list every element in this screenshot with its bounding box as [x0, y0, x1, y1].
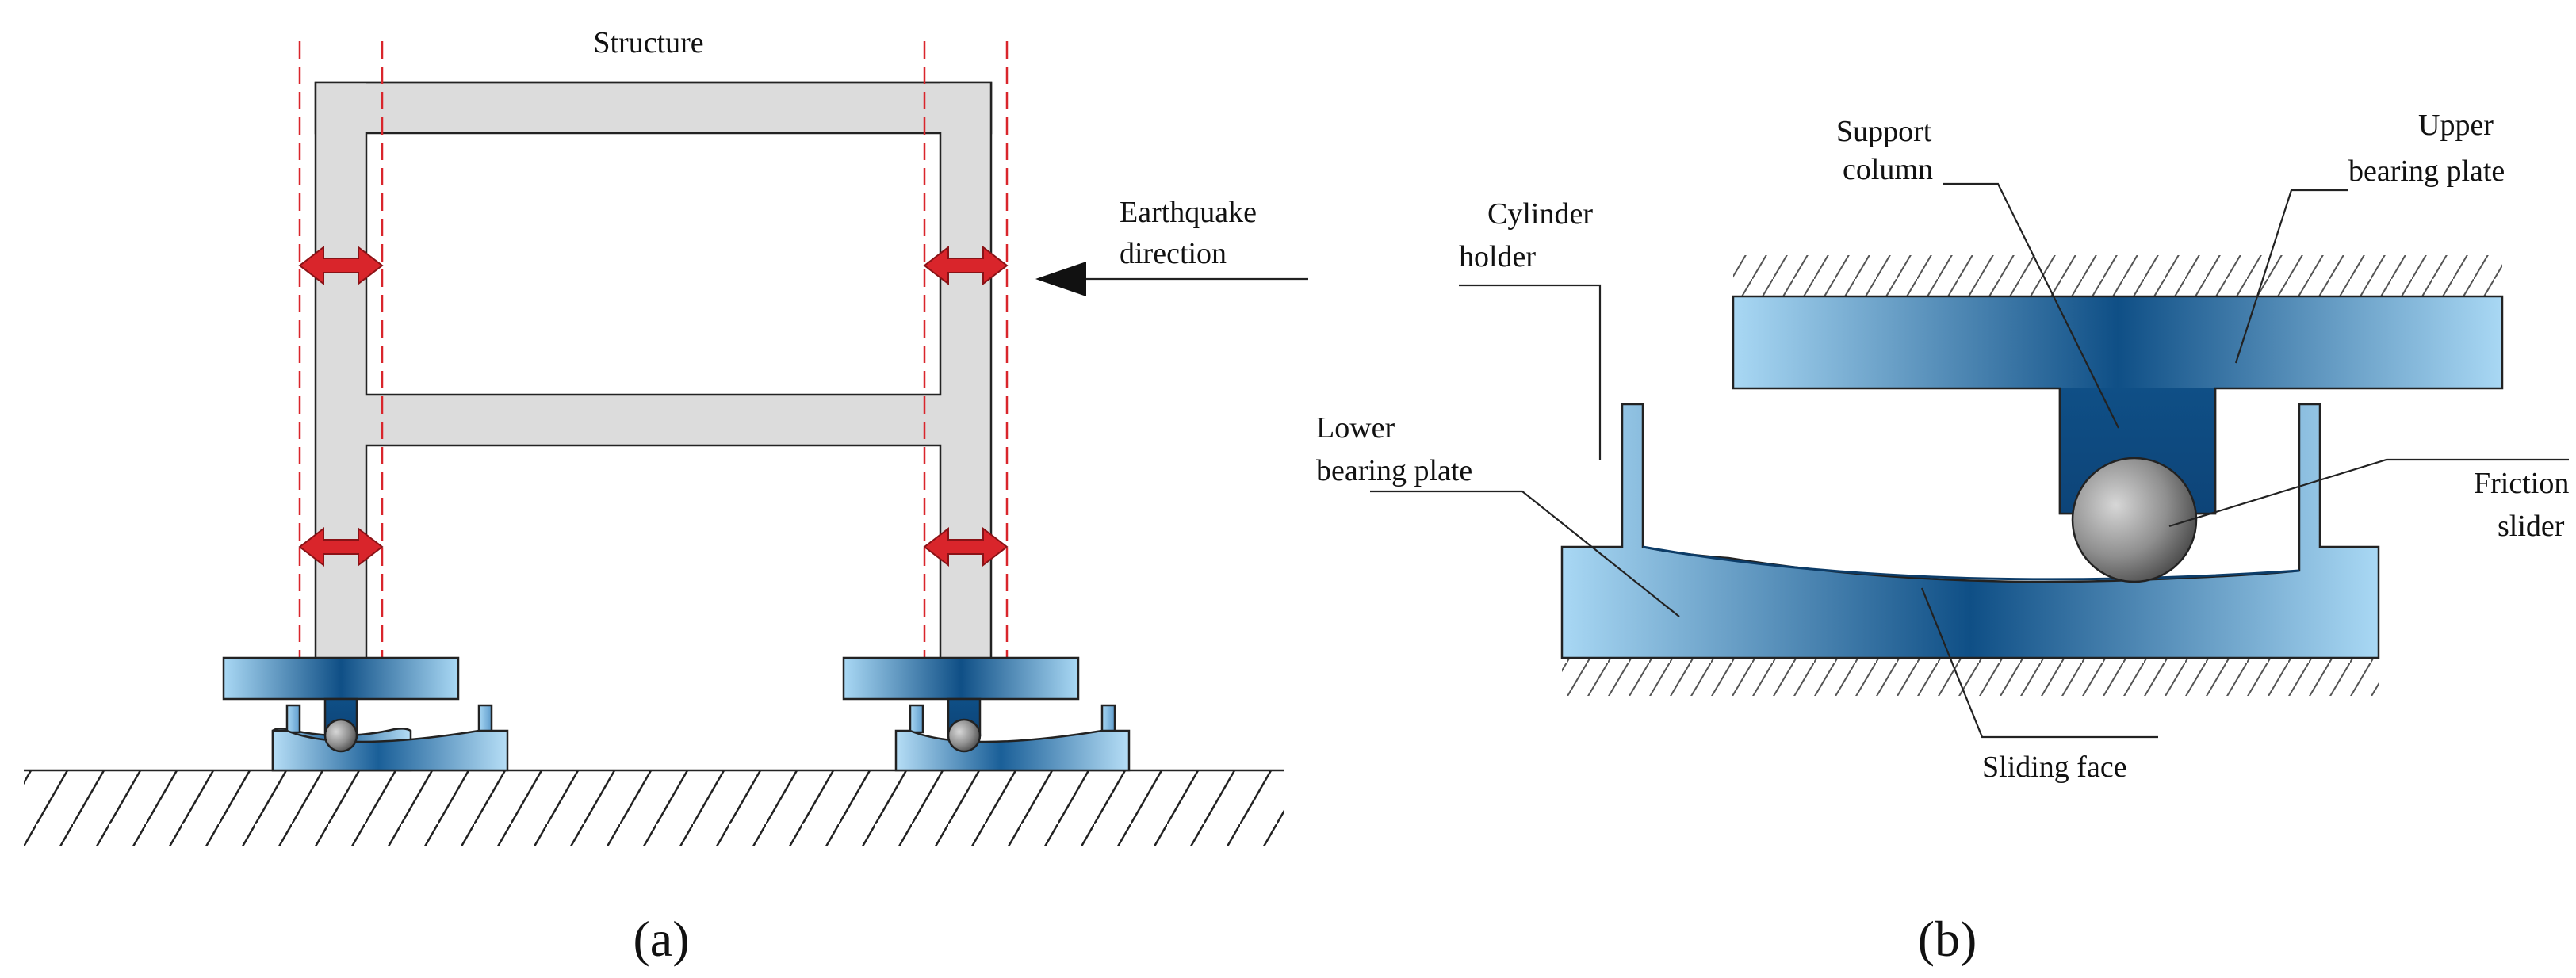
earthquake-direction-arrow [1035, 262, 1308, 296]
leader-lines [1370, 182, 2569, 739]
top-hatch [1733, 255, 2502, 296]
caption-a: (a) [633, 911, 689, 967]
earthquake-label-line1: Earthquake [1120, 196, 1257, 229]
upper-bearing-plate-label-line1: Upper [2418, 109, 2494, 142]
drift-arrow-upper-right [923, 245, 1009, 286]
panel-b: Support column Upper bearing plate Cylin… [1316, 109, 2569, 967]
support-column-label-line1: Support [1836, 115, 1932, 148]
bearing-right [842, 656, 1131, 772]
cylinder-holder-label-line1: Cylinder [1487, 197, 1593, 231]
friction-slider-label-line2: slider [2498, 510, 2565, 543]
cylinder-holder-label-line2: holder [1459, 240, 1536, 273]
panel-a: Structure Earthquake direction (a) [24, 26, 1308, 967]
friction-slider [2071, 457, 2198, 583]
friction-slider-label-line1: Friction [2474, 467, 2569, 500]
structure-label: Structure [593, 26, 703, 59]
column-guide-lines [298, 41, 1009, 658]
caption-b: (b) [1918, 911, 1977, 967]
sliding-face-label: Sliding face [1982, 751, 2127, 784]
ground-hatch [24, 769, 1284, 846]
upper-bearing-plate-label-line2: bearing plate [2348, 155, 2505, 188]
lower-bearing-plate-label-line1: Lower [1316, 411, 1395, 445]
drift-arrows [298, 245, 1009, 567]
structure-frame [314, 81, 993, 661]
drift-arrow-lower-left [298, 526, 384, 567]
lower-bearing-plate-label-line2: bearing plate [1316, 454, 1472, 487]
earthquake-label-line2: direction [1120, 237, 1227, 270]
support-column-label-line2: column [1843, 153, 1933, 186]
drift-arrow-lower-right [923, 526, 1009, 567]
drift-arrow-upper-left [298, 245, 384, 286]
bottom-hatch [1562, 658, 2379, 696]
bearing-left [222, 656, 509, 772]
lower-bearing-plate [1560, 403, 2380, 659]
